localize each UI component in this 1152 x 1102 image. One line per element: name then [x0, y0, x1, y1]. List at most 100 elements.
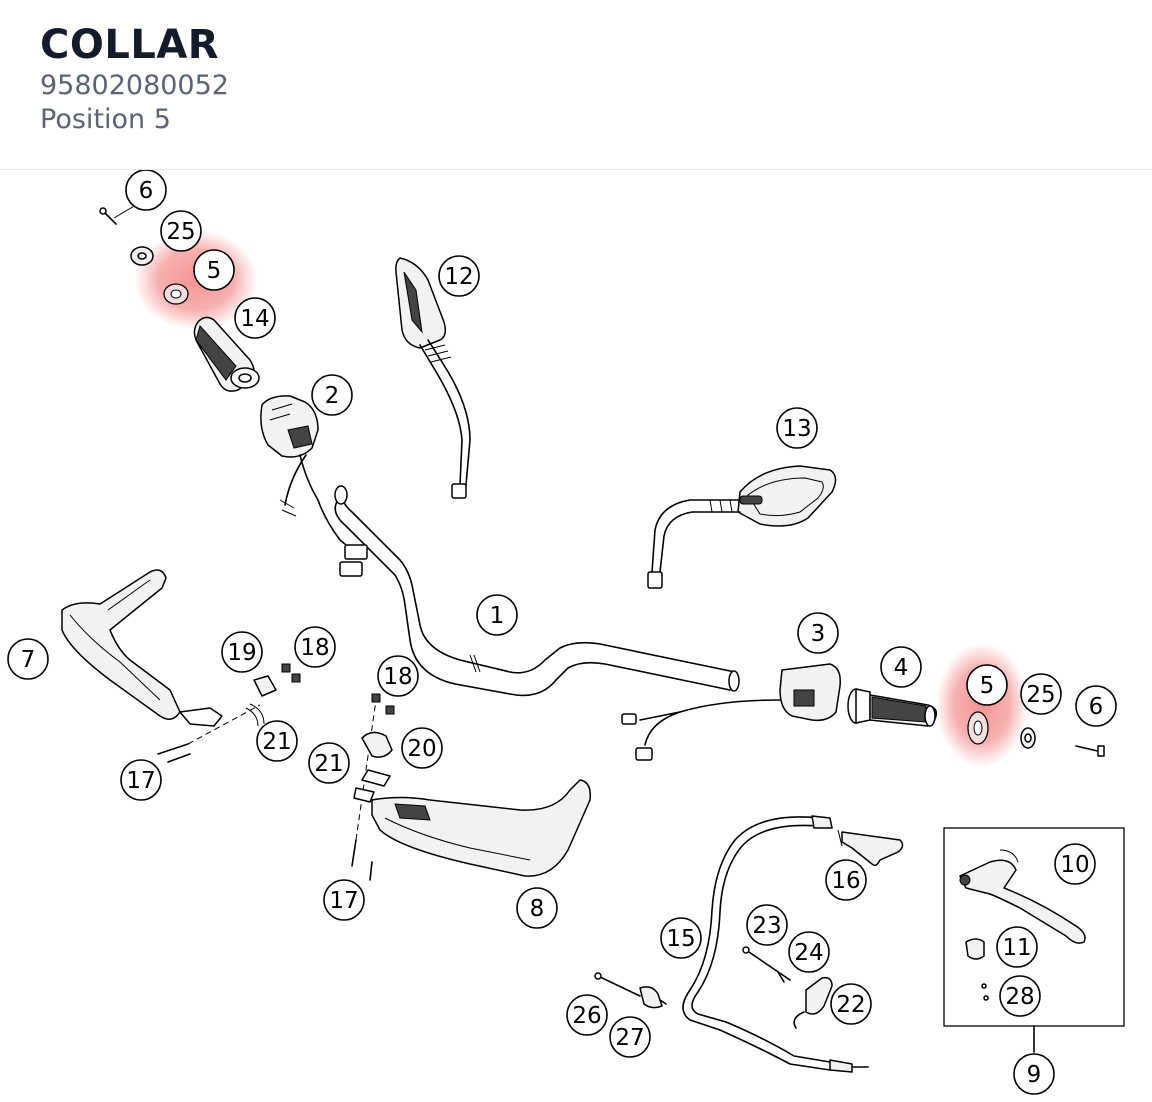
pin-23-part[interactable] — [742, 946, 791, 981]
clamp-19-part[interactable] — [253, 675, 277, 697]
part-position: Position 5 — [40, 104, 171, 135]
clamp-20-part[interactable] — [361, 731, 393, 758]
handlebar-part[interactable] — [334, 485, 740, 697]
callout-c11[interactable]: 11 — [996, 926, 1038, 968]
callout-number: 6 — [1089, 694, 1104, 720]
callout-c21b[interactable]: 21 — [308, 742, 350, 784]
callout-number: 18 — [300, 635, 329, 661]
washer-right-part[interactable] — [1020, 727, 1036, 749]
callout-circle — [438, 255, 480, 297]
lever-10-part[interactable] — [959, 849, 1086, 944]
callout-number: 28 — [1005, 984, 1034, 1010]
callout-c23[interactable]: 23 — [746, 904, 788, 946]
clip-24-part[interactable] — [777, 971, 785, 983]
bolt-26-part[interactable] — [594, 972, 641, 997]
callout-c28[interactable]: 28 — [999, 975, 1041, 1017]
callout-circle — [377, 655, 419, 697]
callout-circle — [1013, 1053, 1055, 1095]
callout-c18a[interactable]: 18 — [294, 626, 336, 668]
callout-c8[interactable]: 8 — [516, 887, 558, 929]
callout-circle — [311, 374, 353, 416]
callout-c25a[interactable]: 25 — [160, 210, 202, 252]
nuts-18-right-part[interactable] — [371, 693, 395, 715]
part-11[interactable] — [965, 938, 985, 960]
callout-circle — [797, 612, 839, 654]
callout-c12[interactable]: 12 — [438, 255, 480, 297]
cable-15-part[interactable] — [682, 815, 869, 1073]
callout-number: 25 — [1026, 682, 1055, 708]
grip-left-part[interactable] — [193, 316, 260, 392]
callout-circle — [516, 887, 558, 929]
callout-number: 22 — [836, 992, 865, 1018]
callout-c26[interactable]: 26 — [566, 994, 608, 1036]
callout-c1[interactable]: 1 — [476, 594, 518, 636]
callout-c17a[interactable]: 17 — [120, 759, 162, 801]
callout-circle — [996, 926, 1038, 968]
callout-number: 17 — [126, 768, 155, 794]
callout-c21a[interactable]: 21 — [256, 720, 298, 762]
callout-c25b[interactable]: 25 — [1020, 673, 1062, 715]
diagram-svg: 1234556678910111213141516171718181920212… — [7, 169, 1125, 1095]
callout-circle — [308, 742, 350, 784]
bolt-right-part[interactable] — [1075, 745, 1105, 757]
boot-16-part[interactable] — [837, 829, 904, 867]
callout-number: 23 — [752, 913, 781, 939]
nuts-18-left-part[interactable] — [281, 663, 301, 683]
bracket-21-left-part[interactable] — [245, 703, 265, 727]
callout-c19[interactable]: 19 — [221, 631, 263, 673]
callout-number: 10 — [1060, 852, 1089, 878]
callout-circle — [160, 210, 202, 252]
callout-number: 9 — [1027, 1062, 1042, 1088]
callout-c27[interactable]: 27 — [609, 1016, 651, 1058]
switch-right-part[interactable] — [621, 663, 842, 761]
callout-c15[interactable]: 15 — [660, 917, 702, 959]
part-28[interactable] — [981, 983, 989, 1001]
lever-assembly-box[interactable] — [943, 827, 1125, 1053]
handguard-left-part[interactable] — [61, 569, 223, 727]
callout-c9[interactable]: 9 — [1013, 1053, 1055, 1095]
bolt-left-part[interactable] — [99, 207, 117, 225]
callout-circle — [1054, 843, 1096, 885]
callout-c13[interactable]: 13 — [776, 407, 818, 449]
mirror-left-part[interactable] — [395, 257, 471, 499]
callout-c5a[interactable]: 5 — [193, 249, 235, 291]
callout-c3[interactable]: 3 — [797, 612, 839, 654]
callout-layer: 1234556678910111213141516171718181920212… — [7, 169, 1117, 1095]
part-number: 95802080052 — [40, 70, 229, 101]
callout-c5b[interactable]: 5 — [966, 664, 1008, 706]
collar-left-part[interactable] — [163, 283, 189, 305]
collar-right-part[interactable] — [967, 711, 989, 745]
washer-left-part[interactable] — [130, 246, 154, 266]
mirror-right-part[interactable] — [647, 465, 837, 589]
callout-c22[interactable]: 22 — [830, 983, 872, 1025]
handguard-right-part[interactable] — [371, 779, 592, 877]
callout-c18b[interactable]: 18 — [377, 655, 419, 697]
callout-c24[interactable]: 24 — [788, 931, 830, 973]
bolts-17-left-part[interactable] — [157, 704, 261, 763]
grip-right-part[interactable] — [847, 688, 938, 727]
callout-c2[interactable]: 2 — [311, 374, 353, 416]
callout-circle — [234, 297, 276, 339]
callout-circle — [776, 407, 818, 449]
callout-c14[interactable]: 14 — [234, 297, 276, 339]
callout-number: 3 — [811, 621, 826, 647]
callout-c6a[interactable]: 6 — [125, 169, 167, 211]
lever-22-part[interactable] — [793, 976, 833, 1029]
bracket-21-right-part[interactable] — [353, 769, 391, 803]
callout-circle — [746, 904, 788, 946]
switch-left-part[interactable] — [260, 395, 368, 577]
callout-c7[interactable]: 7 — [7, 638, 49, 680]
bolts-17-right-part[interactable] — [351, 699, 377, 881]
callout-c4[interactable]: 4 — [880, 646, 922, 688]
callout-c20[interactable]: 20 — [401, 727, 443, 769]
callout-c16[interactable]: 16 — [825, 859, 867, 901]
callout-c17b[interactable]: 17 — [323, 879, 365, 921]
bracket-27-part[interactable] — [639, 986, 667, 1009]
leader-lines — [113, 204, 137, 219]
callout-number: 7 — [21, 647, 36, 673]
callout-c10[interactable]: 10 — [1054, 843, 1096, 885]
callout-number: 26 — [572, 1003, 601, 1029]
callout-number: 14 — [240, 306, 269, 332]
callout-c6b[interactable]: 6 — [1075, 685, 1117, 727]
